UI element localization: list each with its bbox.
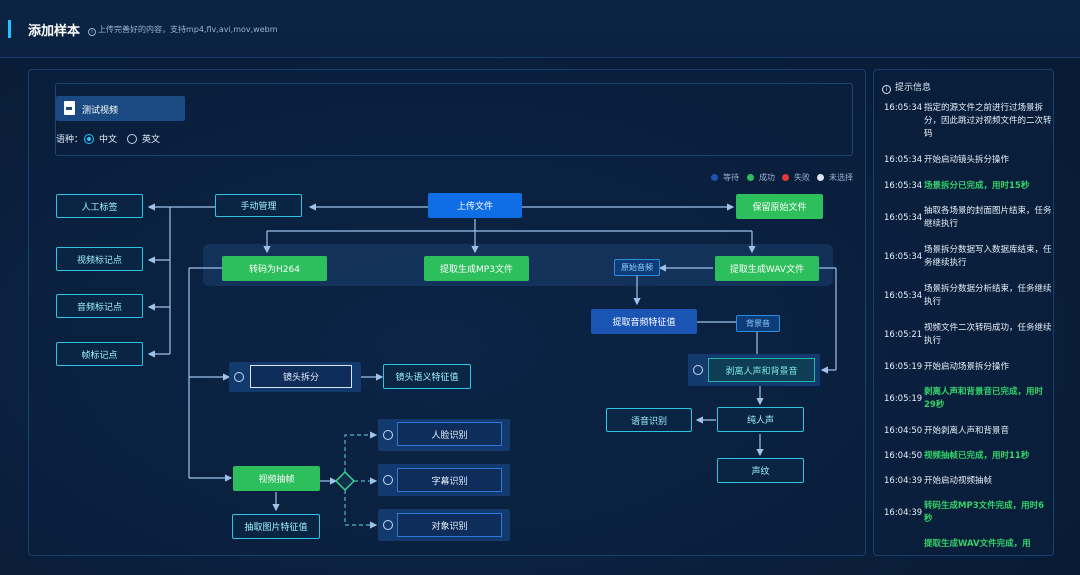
legend-unselected: 未选择 [829,173,853,182]
log-time: 16:04:50 [884,426,923,436]
log-time: 16:05:34 [884,252,923,262]
sample-info-box [55,83,853,156]
node-image-feature[interactable]: 抽取图片特征值 [232,514,320,539]
legend-success-dot [747,174,754,181]
page-title: 添加样本 [28,24,81,39]
node-human-tag[interactable]: 人工标签 [56,194,143,218]
log-time [884,538,924,551]
node-extract-mp3[interactable]: 提取生成MP3文件 [424,256,529,281]
log-time: 16:05:34 [884,155,923,165]
log-entry: 16:04:50 开始剥离人声和背景音 [884,425,1052,438]
log-message: 转码生成MP3文件完成，用时6秒 [924,501,1045,524]
tag-original-audio: 原始音频 [614,259,660,276]
log-entry: 16:05:34 开始启动镜头拆分操作 [884,154,1052,167]
object-radio[interactable] [383,520,393,530]
title-accent-bar [8,20,11,38]
tag-background-sound: 背景音 [736,315,780,332]
log-entry: 16:05:34 抽取各场景的封面图片结束，任务继续执行 [884,205,1052,231]
node-voiceprint[interactable]: 声纹 [717,458,804,483]
info-panel-title-text: 提示信息 [895,83,932,93]
video-file-label: 测试视频 [82,106,119,116]
log-time: 16:05:34 [884,291,923,301]
face-radio[interactable] [383,430,393,440]
upload-hint-text: 上传完善好的内容，支持mp4,flv,avi,mov,webm [98,25,278,34]
separate-radio[interactable] [693,365,703,375]
log-time: 16:05:34 [884,213,923,223]
log-time: 16:04:39 [884,508,923,518]
log-message: 开始启动场景拆分操作 [924,362,1010,372]
node-keep-original[interactable]: 保留原始文件 [736,194,823,219]
log-entry: 16:05:19 开始启动场景拆分操作 [884,361,1052,374]
log-time: 16:04:50 [884,451,923,461]
log-message: 指定的源文件之前进行过场景拆分，因此跳过对视频文件的二次转码 [924,103,1052,139]
node-separate-vocals[interactable]: 剥离人声和背景音 [708,358,815,382]
language-label: 语种： [56,135,84,145]
node-upload-file[interactable]: 上传文件 [428,193,522,218]
log-message: 视频文件二次转码成功，任务继续执行 [924,323,1052,346]
node-frame-mark[interactable]: 帧标记点 [56,342,143,366]
log-entry: 16:05:34 场景拆分数据分析结束，任务继续执行 [884,283,1052,309]
node-audio-mark[interactable]: 音频标记点 [56,294,143,318]
video-file-chip[interactable]: 测试视频 [56,96,185,121]
log-entry: 16:05:34 指定的源文件之前进行过场景拆分，因此跳过对视频文件的二次转码 [884,102,1052,141]
node-audio-feature[interactable]: 提取音频特征值 [591,309,697,334]
video-file-icon [64,101,75,115]
node-subtitle-recognition[interactable]: 字幕识别 [397,468,502,492]
legend-wait-dot [711,174,718,181]
info-panel-title: i 提示信息 [882,80,931,94]
log-message: 提取生成WAV文件完成，用 [924,539,1031,549]
log-message: 开始剥离人声和背景音 [924,426,1010,436]
shot-split-radio[interactable] [234,372,244,382]
log-message: 视频抽帧已完成，用时11秒 [924,451,1030,461]
node-frame-extract[interactable]: 视频抽帧 [233,466,320,491]
log-entry: 16:04:50 视频抽帧已完成，用时11秒 [884,450,1052,463]
radio-english[interactable] [127,134,137,144]
legend-fail: 失败 [794,173,810,182]
node-extract-wav[interactable]: 提取生成WAV文件 [715,256,819,281]
legend-unselected-dot [817,174,824,181]
legend-wait: 等待 [723,173,739,182]
log-message: 场景拆分数据分析结束，任务继续执行 [924,284,1052,307]
log-entry: 16:05:21 视频文件二次转码成功，任务继续执行 [884,322,1052,348]
subtitle-radio[interactable] [383,475,393,485]
legend-success: 成功 [759,173,775,182]
log-time: 16:05:34 [884,103,923,113]
radio-chinese[interactable] [84,134,94,144]
node-shot-split[interactable]: 镜头拆分 [250,365,352,388]
node-transcode-h264[interactable]: 转码为H264 [222,256,327,281]
log-time: 16:05:19 [884,394,923,404]
log-entry: 16:05:19 剥离人声和背景音已完成，用时29秒 [884,386,1052,412]
log-message: 抽取各场景的封面图片结束，任务继续执行 [924,206,1052,229]
log-entry: 提取生成WAV文件完成，用 [884,538,1052,551]
log-message: 剥离人声和背景音已完成，用时29秒 [924,387,1044,410]
log-message: 开始启动视频抽帧 [924,476,993,486]
info-icon: i [882,85,891,94]
log-message: 开始启动镜头拆分操作 [924,155,1010,165]
node-speech-recognition[interactable]: 语音识别 [606,408,692,432]
info-panel[interactable]: i 提示信息 16:05:34 指定的源文件之前进行过场景拆分，因此跳过对视频文件… [873,69,1054,556]
log-entry: 16:05:34 场景拆分数据写入数据库结束，任务继续执行 [884,244,1052,270]
log-time: 16:05:34 [884,181,923,191]
log-entry: 16:04:39 转码生成MP3文件完成，用时6秒 [884,500,1052,526]
node-video-mark[interactable]: 视频标记点 [56,247,143,271]
log-time: 16:04:39 [884,476,923,486]
radio-english-label: 英文 [142,135,161,145]
node-pure-voice[interactable]: 纯人声 [717,407,804,432]
log-time: 16:05:21 [884,330,923,340]
log-time: 16:05:19 [884,362,923,372]
node-face-recognition[interactable]: 人脸识别 [397,422,502,446]
log-entry: 16:04:39 开始启动视频抽帧 [884,475,1052,488]
radio-chinese-label: 中文 [99,135,118,145]
log-message: 场景拆分数据写入数据库结束，任务继续执行 [924,245,1052,268]
node-shot-semantic[interactable]: 镜头语义特征值 [383,364,471,389]
node-object-recognition[interactable]: 对象识别 [397,513,502,537]
log-entry: 16:05:34 场景拆分已完成，用时15秒 [884,180,1052,193]
log-message: 场景拆分已完成，用时15秒 [924,181,1030,191]
info-icon: i [88,28,96,36]
legend-fail-dot [782,174,789,181]
node-manual-manage[interactable]: 手动管理 [215,194,302,217]
